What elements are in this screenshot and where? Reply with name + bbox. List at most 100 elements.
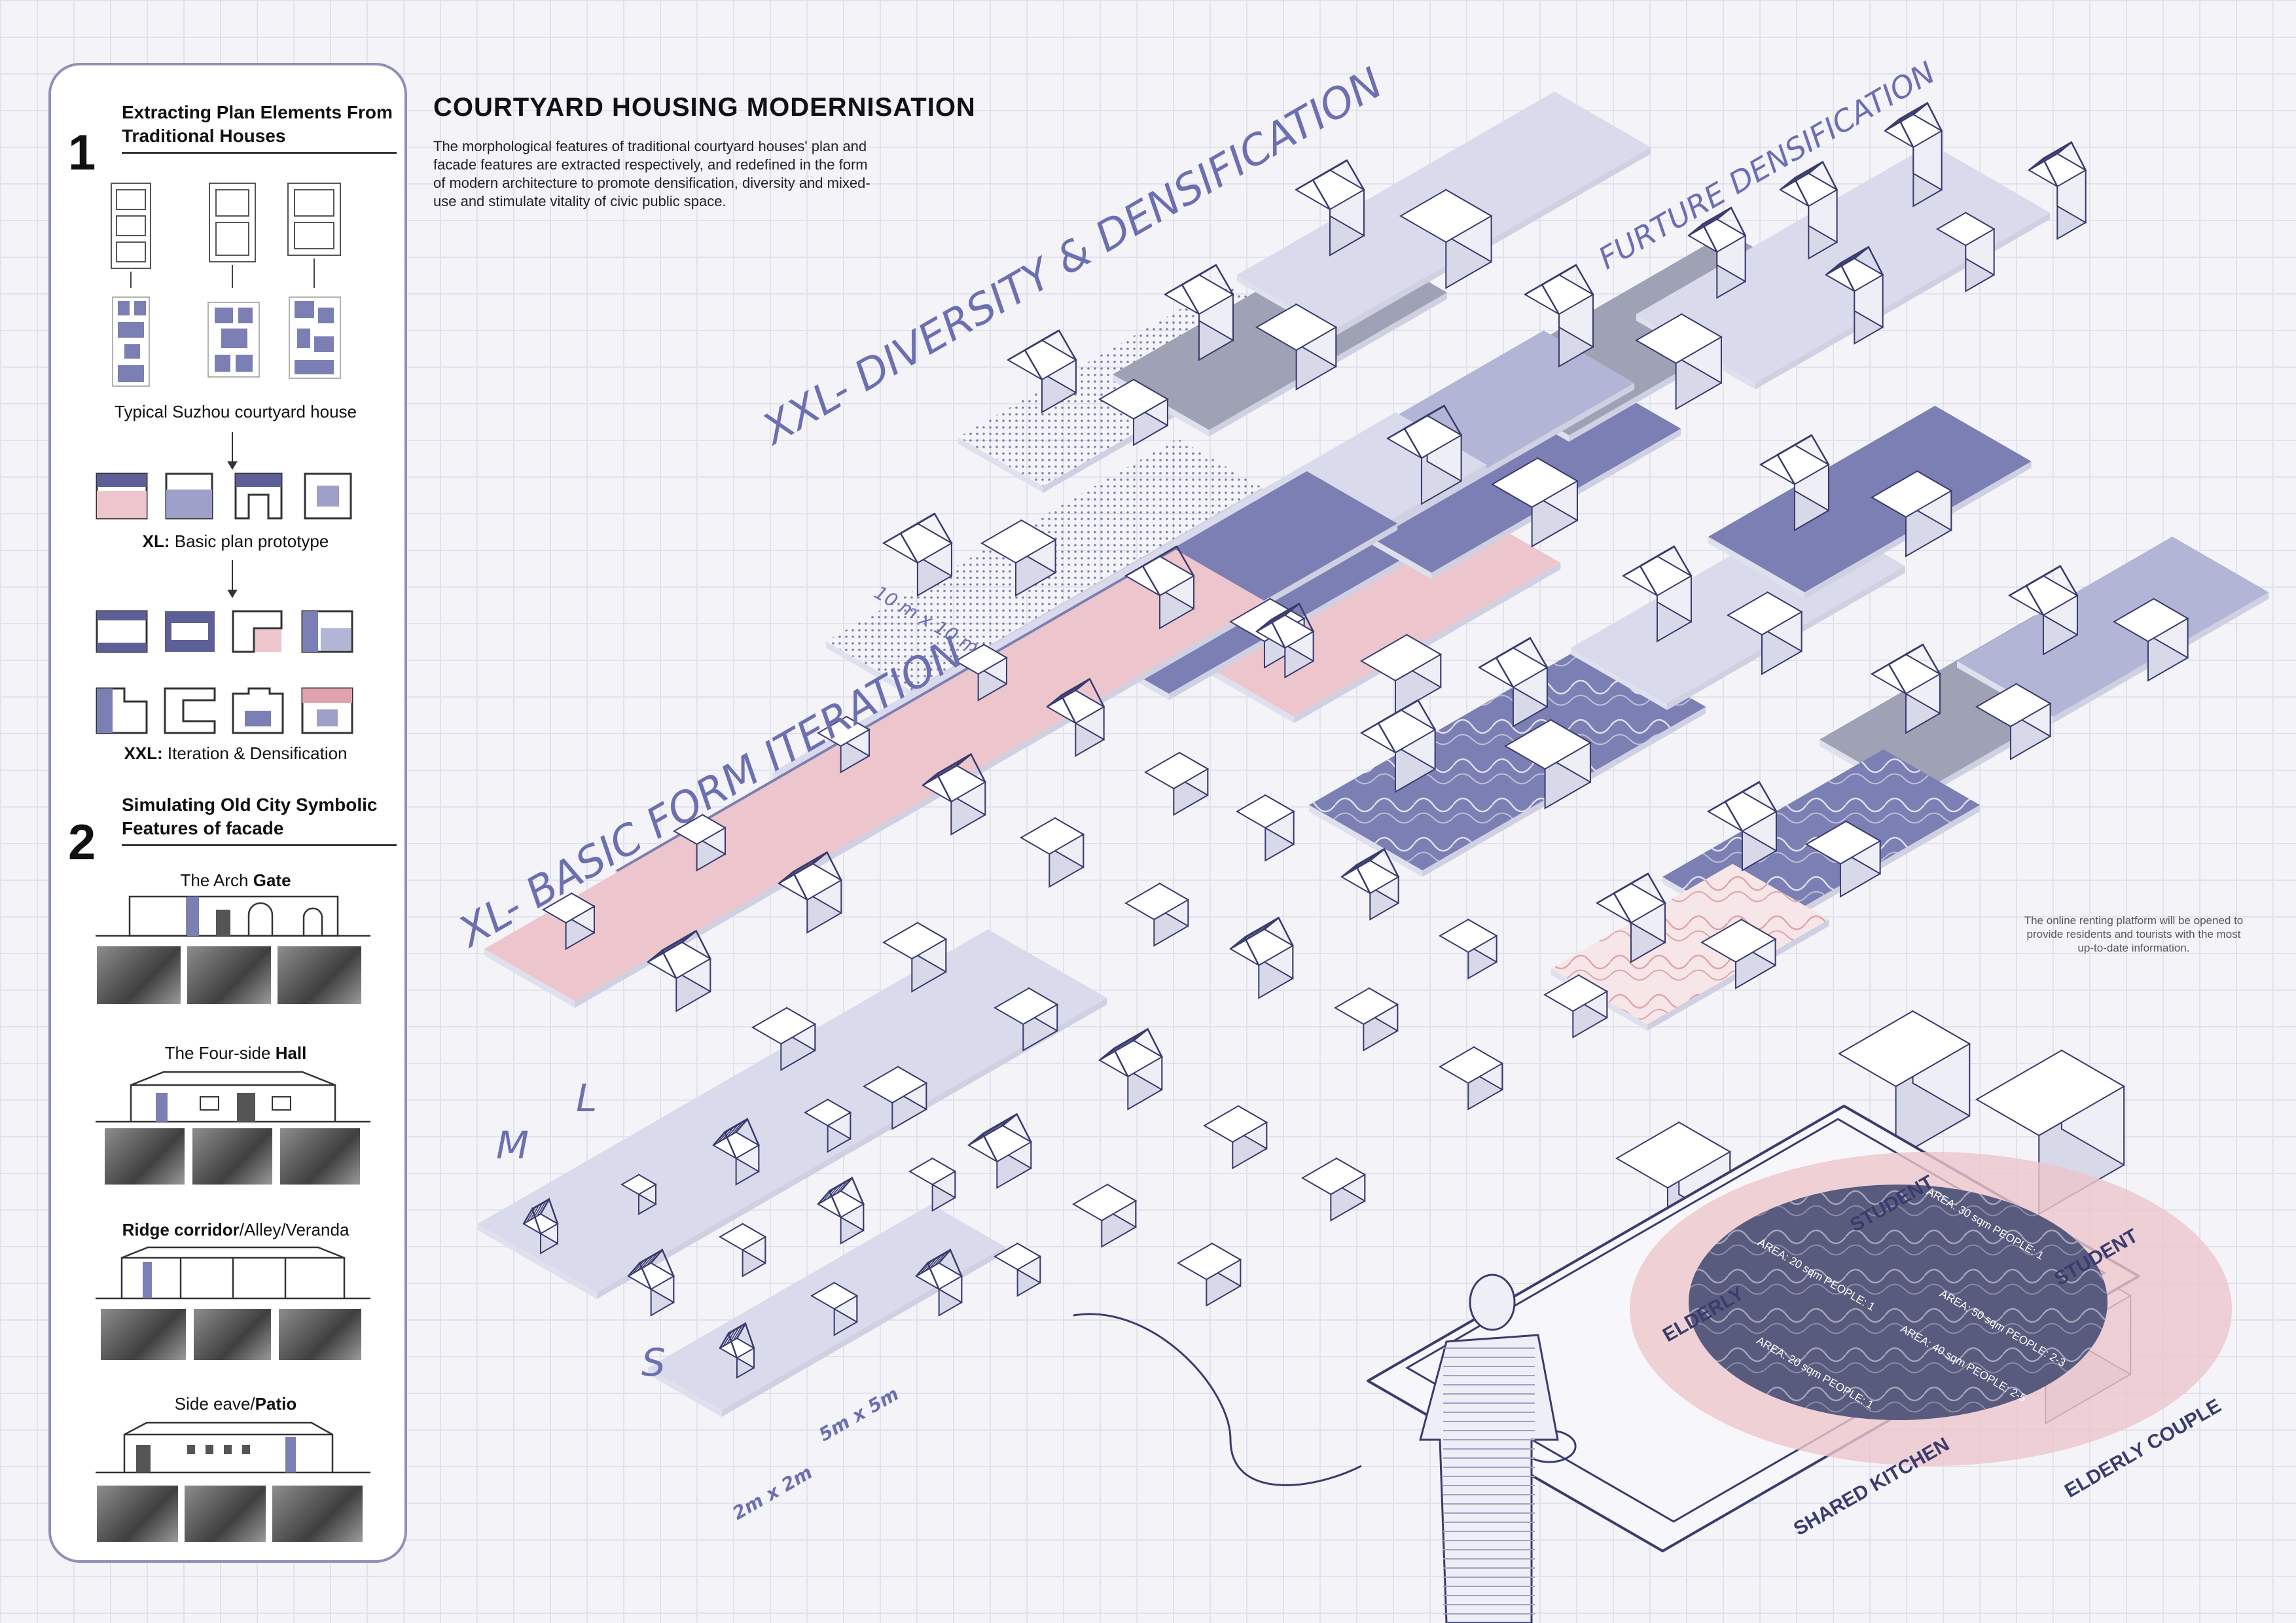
building-36-roof: [2028, 141, 2087, 187]
building-34-roof: [1825, 245, 1884, 292]
building-62: [967, 1124, 1033, 1189]
building-71-roof: [817, 1176, 865, 1218]
caption-xl-bold: XL:: [142, 531, 170, 551]
hall-photo-1: [105, 1128, 185, 1185]
caption-xl: XL: Basic plan prototype: [92, 531, 380, 552]
building-6: [1255, 614, 1315, 679]
building-67-roof: [713, 1117, 760, 1159]
arch-gate-facade: [96, 895, 370, 937]
suzhou-plan-drawings: [111, 183, 341, 387]
building-9: [1255, 303, 1338, 391]
building-4-roof: [1125, 545, 1195, 596]
building-7: [1360, 633, 1443, 715]
building-32-roof: [1780, 160, 1838, 207]
arch-gate-photo-1: [97, 946, 181, 1004]
section-1-title-line2: Traditional Houses: [122, 126, 286, 146]
caption-suzhou: Typical Suzhou courtyard house: [115, 402, 357, 421]
building-54: [994, 987, 1059, 1052]
building-38: [1046, 689, 1105, 757]
caption-xl-rest: Basic plan prototype: [170, 531, 329, 551]
building-57: [1301, 1157, 1367, 1222]
building-2-roof: [1007, 329, 1077, 380]
ridge-photo-1: [101, 1309, 186, 1360]
four-side-hall-facade: [96, 1071, 370, 1123]
phone-layer: [1073, 1105, 2232, 1623]
person-figure: [1419, 1274, 1559, 1623]
ridge-photo-2: [194, 1309, 271, 1360]
building-41-roof: [1341, 847, 1399, 894]
plan-prototype-diagrams: [96, 432, 353, 734]
section-2-number: 2: [68, 815, 96, 870]
building-71: [817, 1190, 865, 1245]
building-16-roof: [1361, 699, 1436, 753]
building-58: [542, 892, 596, 950]
building-31-roof: [1688, 206, 1746, 253]
building-22: [1871, 470, 1953, 558]
building-48: [1229, 928, 1295, 999]
arch-gate-photo-3: [278, 946, 361, 1004]
caption-xxl: XXL: Iteration & Densification: [92, 743, 380, 764]
building-69: [627, 1262, 675, 1317]
building-1: [980, 519, 1057, 597]
building-47: [1124, 882, 1190, 947]
building-3: [1098, 378, 1169, 446]
building-29-roof: [1596, 872, 1666, 923]
slab-20: [478, 929, 1107, 1293]
building-24: [1975, 683, 2052, 760]
building-60: [751, 1007, 817, 1071]
building-37: [954, 643, 1008, 702]
ridge-bold: Ridge corridor: [122, 1220, 240, 1240]
building-21-roof: [1760, 434, 1830, 485]
building-39: [1144, 751, 1210, 816]
slab-19: [484, 550, 1267, 1001]
ridge-photo-3: [279, 1309, 361, 1360]
caption-four-side-hall: The Four-side Hall: [92, 1043, 380, 1063]
building-76: [994, 1242, 1042, 1297]
building-69-roof: [628, 1248, 675, 1290]
hall-bold: Hall: [275, 1043, 307, 1063]
arch-gate-photo-2: [187, 946, 271, 1004]
building-52: [778, 863, 843, 934]
section-2-title-line2: Features of facade: [122, 818, 284, 838]
building-72: [908, 1157, 957, 1212]
building-15: [1635, 313, 1723, 410]
building-74: [810, 1281, 859, 1336]
building-56: [1203, 1105, 1268, 1169]
building-0-roof: [883, 512, 953, 563]
building-25-roof: [2009, 565, 2079, 616]
section-2-title: Simulating Old City Symbolic Features of…: [122, 793, 378, 840]
section-1-title-line1: Extracting Plan Elements From: [122, 102, 393, 122]
building-59-roof: [647, 929, 711, 979]
section-1-rule: [122, 152, 397, 154]
eave-photo-1: [97, 1486, 178, 1542]
section-1-title: Extracting Plan Elements From Traditiona…: [122, 101, 393, 148]
building-23-roof: [1871, 643, 1941, 694]
caption-xxl-bold: XXL:: [124, 743, 163, 763]
building-75-roof: [916, 1248, 963, 1290]
building-14: [1524, 274, 1594, 368]
building-51: [673, 813, 726, 872]
building-70: [719, 1222, 767, 1277]
caption-xxl-rest: Iteration & Densification: [162, 743, 348, 763]
building-26: [2113, 597, 2189, 682]
ridge-rest: /Alley/Veranda: [239, 1220, 350, 1240]
building-35: [1936, 211, 1996, 293]
building-33-roof: [1884, 101, 1943, 148]
building-36: [2028, 152, 2087, 240]
slab-12: [1957, 537, 2269, 717]
building-68: [804, 1098, 852, 1153]
building-62-roof: [968, 1113, 1032, 1162]
caption-side-eave: Side eave/Patio: [92, 1394, 380, 1414]
slab-10: [1708, 406, 2032, 592]
building-17: [1504, 719, 1592, 810]
eave-pre: Side eave/: [174, 1394, 255, 1414]
building-43: [1543, 974, 1609, 1039]
building-73: [719, 1337, 755, 1379]
building-66: [620, 1173, 657, 1215]
building-49: [1334, 987, 1399, 1052]
building-38-roof: [1047, 677, 1105, 724]
building-65-roof: [522, 1197, 559, 1234]
hall-photo-3: [280, 1128, 360, 1185]
section-2-rule: [122, 844, 397, 846]
